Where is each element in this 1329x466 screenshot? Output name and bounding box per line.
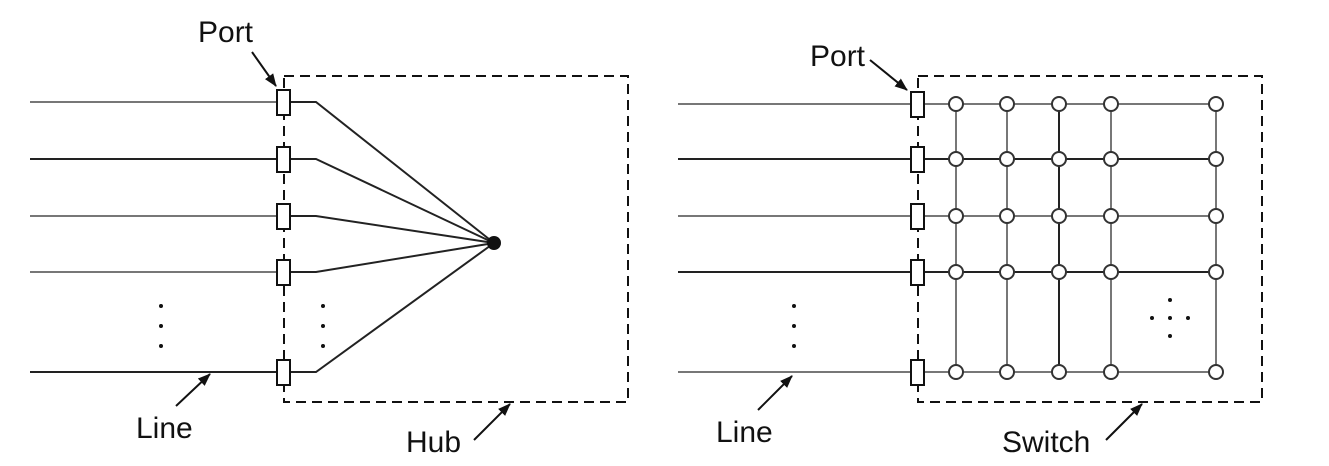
hub-line-label: Line (136, 412, 193, 445)
switch-panel: Port Line Switch (678, 40, 1263, 459)
switch-line-arrow (757, 375, 793, 411)
hub-fan-3 (290, 215, 495, 244)
hub-fan-4 (290, 242, 495, 273)
switch-box (917, 75, 1263, 403)
switch-port-2 (910, 146, 925, 173)
switch-port-4 (910, 259, 925, 286)
hub-ports (276, 89, 291, 386)
switch-crosspoints (948, 96, 1224, 380)
switch-line-label: Line (716, 416, 773, 449)
hub-center-node (487, 236, 501, 250)
hub-line-arrow (175, 373, 211, 407)
hub-fan-1 (290, 101, 495, 244)
switch-port-label: Port (810, 40, 866, 73)
switch-port-1 (910, 91, 925, 118)
hub-fan-5 (290, 242, 495, 373)
hub-port-2 (276, 146, 291, 173)
switch-ellipsis-left (792, 304, 796, 348)
switch-port-5 (910, 359, 925, 386)
switch-crossbar (924, 103, 1217, 373)
hub-box (283, 75, 629, 403)
hub-ellipsis-left (159, 304, 163, 348)
hub-port-5 (276, 359, 291, 386)
switch-port-3 (910, 203, 925, 230)
hub-ellipsis-right (321, 304, 325, 348)
switch-lines (678, 103, 911, 373)
hub-fan-lines (290, 101, 495, 373)
hub-lines (30, 101, 278, 373)
hub-fan-2 (290, 158, 495, 244)
hub-port-label: Port (198, 16, 254, 49)
switch-ports (910, 91, 925, 386)
switch-port-arrow (869, 59, 908, 91)
hub-box-label: Hub (406, 426, 461, 459)
switch-ellipsis-grid (1150, 298, 1190, 338)
hub-panel: Port Line Hub (30, 16, 629, 459)
hub-port-1 (276, 89, 291, 116)
hub-box-arrow (473, 403, 511, 441)
hub-port-4 (276, 259, 291, 286)
hub-port-arrow (251, 51, 277, 87)
switch-box-arrow (1105, 403, 1143, 441)
switch-box-label: Switch (1002, 426, 1090, 459)
hub-port-3 (276, 203, 291, 230)
